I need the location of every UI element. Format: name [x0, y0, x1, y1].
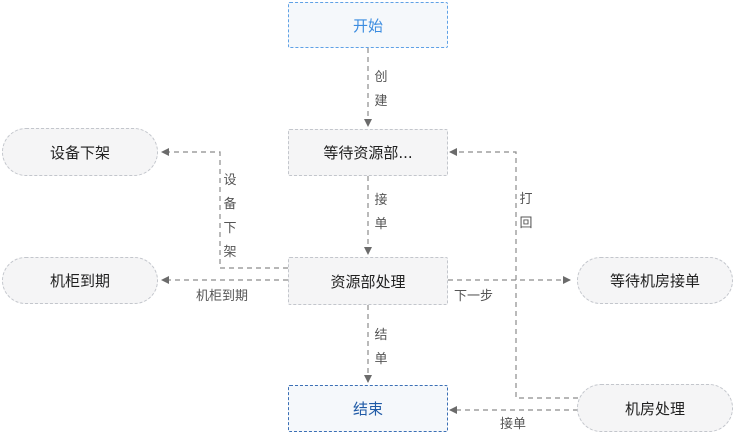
edge-label-finish: 结 单: [373, 324, 389, 372]
edge-label-create-char: 创: [374, 70, 388, 85]
edge-label-cabinet-expire: 机柜到期: [194, 289, 251, 304]
waiting-room-node[interactable]: 等待机房接单: [577, 257, 733, 304]
edge-label-room-accept: 接单: [498, 417, 529, 432]
start-node[interactable]: 开始: [288, 2, 448, 48]
edge-label-return-char: 打: [519, 192, 533, 207]
edge-device-unmount: [161, 148, 288, 269]
edge-label-create-char: 建: [374, 94, 388, 109]
edge-label-accept-char: 接: [374, 193, 388, 208]
resource-process-node[interactable]: 资源部处理: [288, 257, 448, 305]
edge-label-next-step: 下一步: [452, 289, 496, 304]
edge-label-unmount-char: 设: [223, 173, 237, 188]
edge-label-unmount-char: 备: [223, 197, 237, 212]
waiting-resource-node[interactable]: 等待资源部...: [288, 129, 448, 176]
edge-label-finish-char: 单: [374, 352, 388, 367]
cabinet-expire-node[interactable]: 机柜到期: [2, 257, 158, 304]
edge-return: [449, 148, 578, 399]
end-node[interactable]: 结束: [288, 385, 448, 432]
edge-label-return-char: 回: [519, 216, 533, 231]
edge-label-accept-char: 单: [374, 217, 388, 232]
edge-label-create: 创 建: [373, 66, 389, 114]
edge-label-unmount: 设 备 下 架: [222, 169, 238, 265]
room-process-node[interactable]: 机房处理: [577, 384, 733, 432]
edge-label-finish-char: 结: [374, 328, 388, 343]
device-unmount-node[interactable]: 设备下架: [2, 128, 158, 176]
edge-label-unmount-char: 架: [223, 245, 237, 260]
edge-label-return: 打 回: [518, 188, 534, 236]
edge-label-accept: 接 单: [373, 189, 389, 237]
edge-label-unmount-char: 下: [223, 221, 237, 236]
